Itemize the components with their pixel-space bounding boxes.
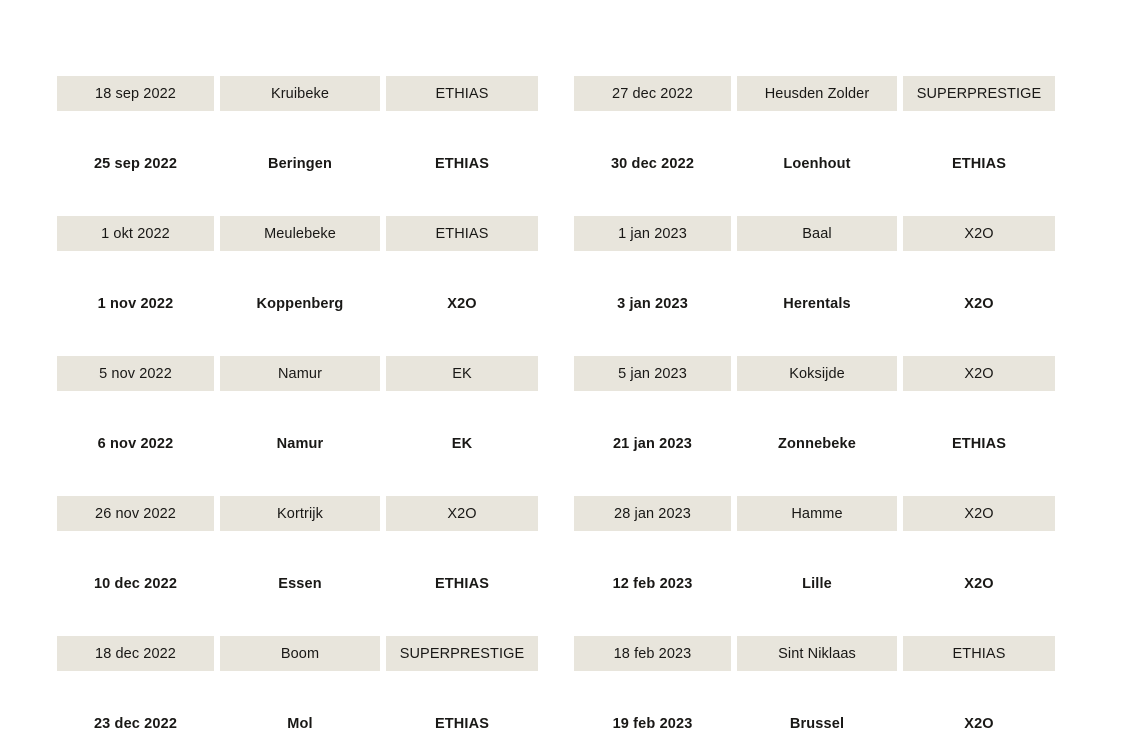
race-date: 25 sep 2022 — [57, 146, 214, 181]
race-location: Heusden Zolder — [737, 76, 897, 111]
race-competition: SUPERPRESTIGE — [386, 636, 538, 671]
race-location: Boom — [220, 636, 380, 671]
race-location: Baal — [737, 216, 897, 251]
race-competition: ETHIAS — [903, 636, 1055, 671]
race-location: Hamme — [737, 496, 897, 531]
race-date: 5 nov 2022 — [57, 356, 214, 391]
race-date: 26 nov 2022 — [57, 496, 214, 531]
race-location: Brussel — [737, 706, 897, 741]
race-date: 1 nov 2022 — [57, 286, 214, 321]
race-location: Mol — [220, 706, 380, 741]
race-date: 23 dec 2022 — [57, 706, 214, 741]
race-competition: EK — [386, 356, 538, 391]
race-competition: ETHIAS — [386, 146, 538, 181]
race-location: Koppenberg — [220, 286, 380, 321]
race-date: 6 nov 2022 — [57, 426, 214, 461]
race-competition: ETHIAS — [386, 566, 538, 601]
race-date: 5 jan 2023 — [574, 356, 731, 391]
race-date: 19 feb 2023 — [574, 706, 731, 741]
race-competition: ETHIAS — [903, 146, 1055, 181]
race-date: 18 sep 2022 — [57, 76, 214, 111]
race-competition: X2O — [903, 566, 1055, 601]
race-date: 28 jan 2023 — [574, 496, 731, 531]
race-competition: X2O — [903, 706, 1055, 741]
race-location: Kortrijk — [220, 496, 380, 531]
race-competition: X2O — [903, 356, 1055, 391]
race-location: Herentals — [737, 286, 897, 321]
race-location: Loenhout — [737, 146, 897, 181]
race-competition: ETHIAS — [903, 426, 1055, 461]
race-date: 18 feb 2023 — [574, 636, 731, 671]
race-competition: SUPERPRESTIGE — [903, 76, 1055, 111]
race-date: 18 dec 2022 — [57, 636, 214, 671]
race-date: 21 jan 2023 — [574, 426, 731, 461]
race-competition: ETHIAS — [386, 706, 538, 741]
race-location: Beringen — [220, 146, 380, 181]
race-date: 1 okt 2022 — [57, 216, 214, 251]
race-date: 27 dec 2022 — [574, 76, 731, 111]
race-location: Meulebeke — [220, 216, 380, 251]
race-location: Zonnebeke — [737, 426, 897, 461]
race-competition: X2O — [903, 286, 1055, 321]
race-competition: ETHIAS — [386, 76, 538, 111]
race-competition: X2O — [386, 496, 538, 531]
race-competition: X2O — [386, 286, 538, 321]
race-location: Kruibeke — [220, 76, 380, 111]
race-location: Lille — [737, 566, 897, 601]
race-competition: X2O — [903, 496, 1055, 531]
race-date: 10 dec 2022 — [57, 566, 214, 601]
race-location: Essen — [220, 566, 380, 601]
race-location: Sint Niklaas — [737, 636, 897, 671]
race-competition: ETHIAS — [386, 216, 538, 251]
race-location: Koksijde — [737, 356, 897, 391]
race-location: Namur — [220, 426, 380, 461]
race-date: 12 feb 2023 — [574, 566, 731, 601]
race-location: Namur — [220, 356, 380, 391]
race-competition: X2O — [903, 216, 1055, 251]
race-competition: EK — [386, 426, 538, 461]
race-date: 1 jan 2023 — [574, 216, 731, 251]
race-date: 3 jan 2023 — [574, 286, 731, 321]
race-date: 30 dec 2022 — [574, 146, 731, 181]
